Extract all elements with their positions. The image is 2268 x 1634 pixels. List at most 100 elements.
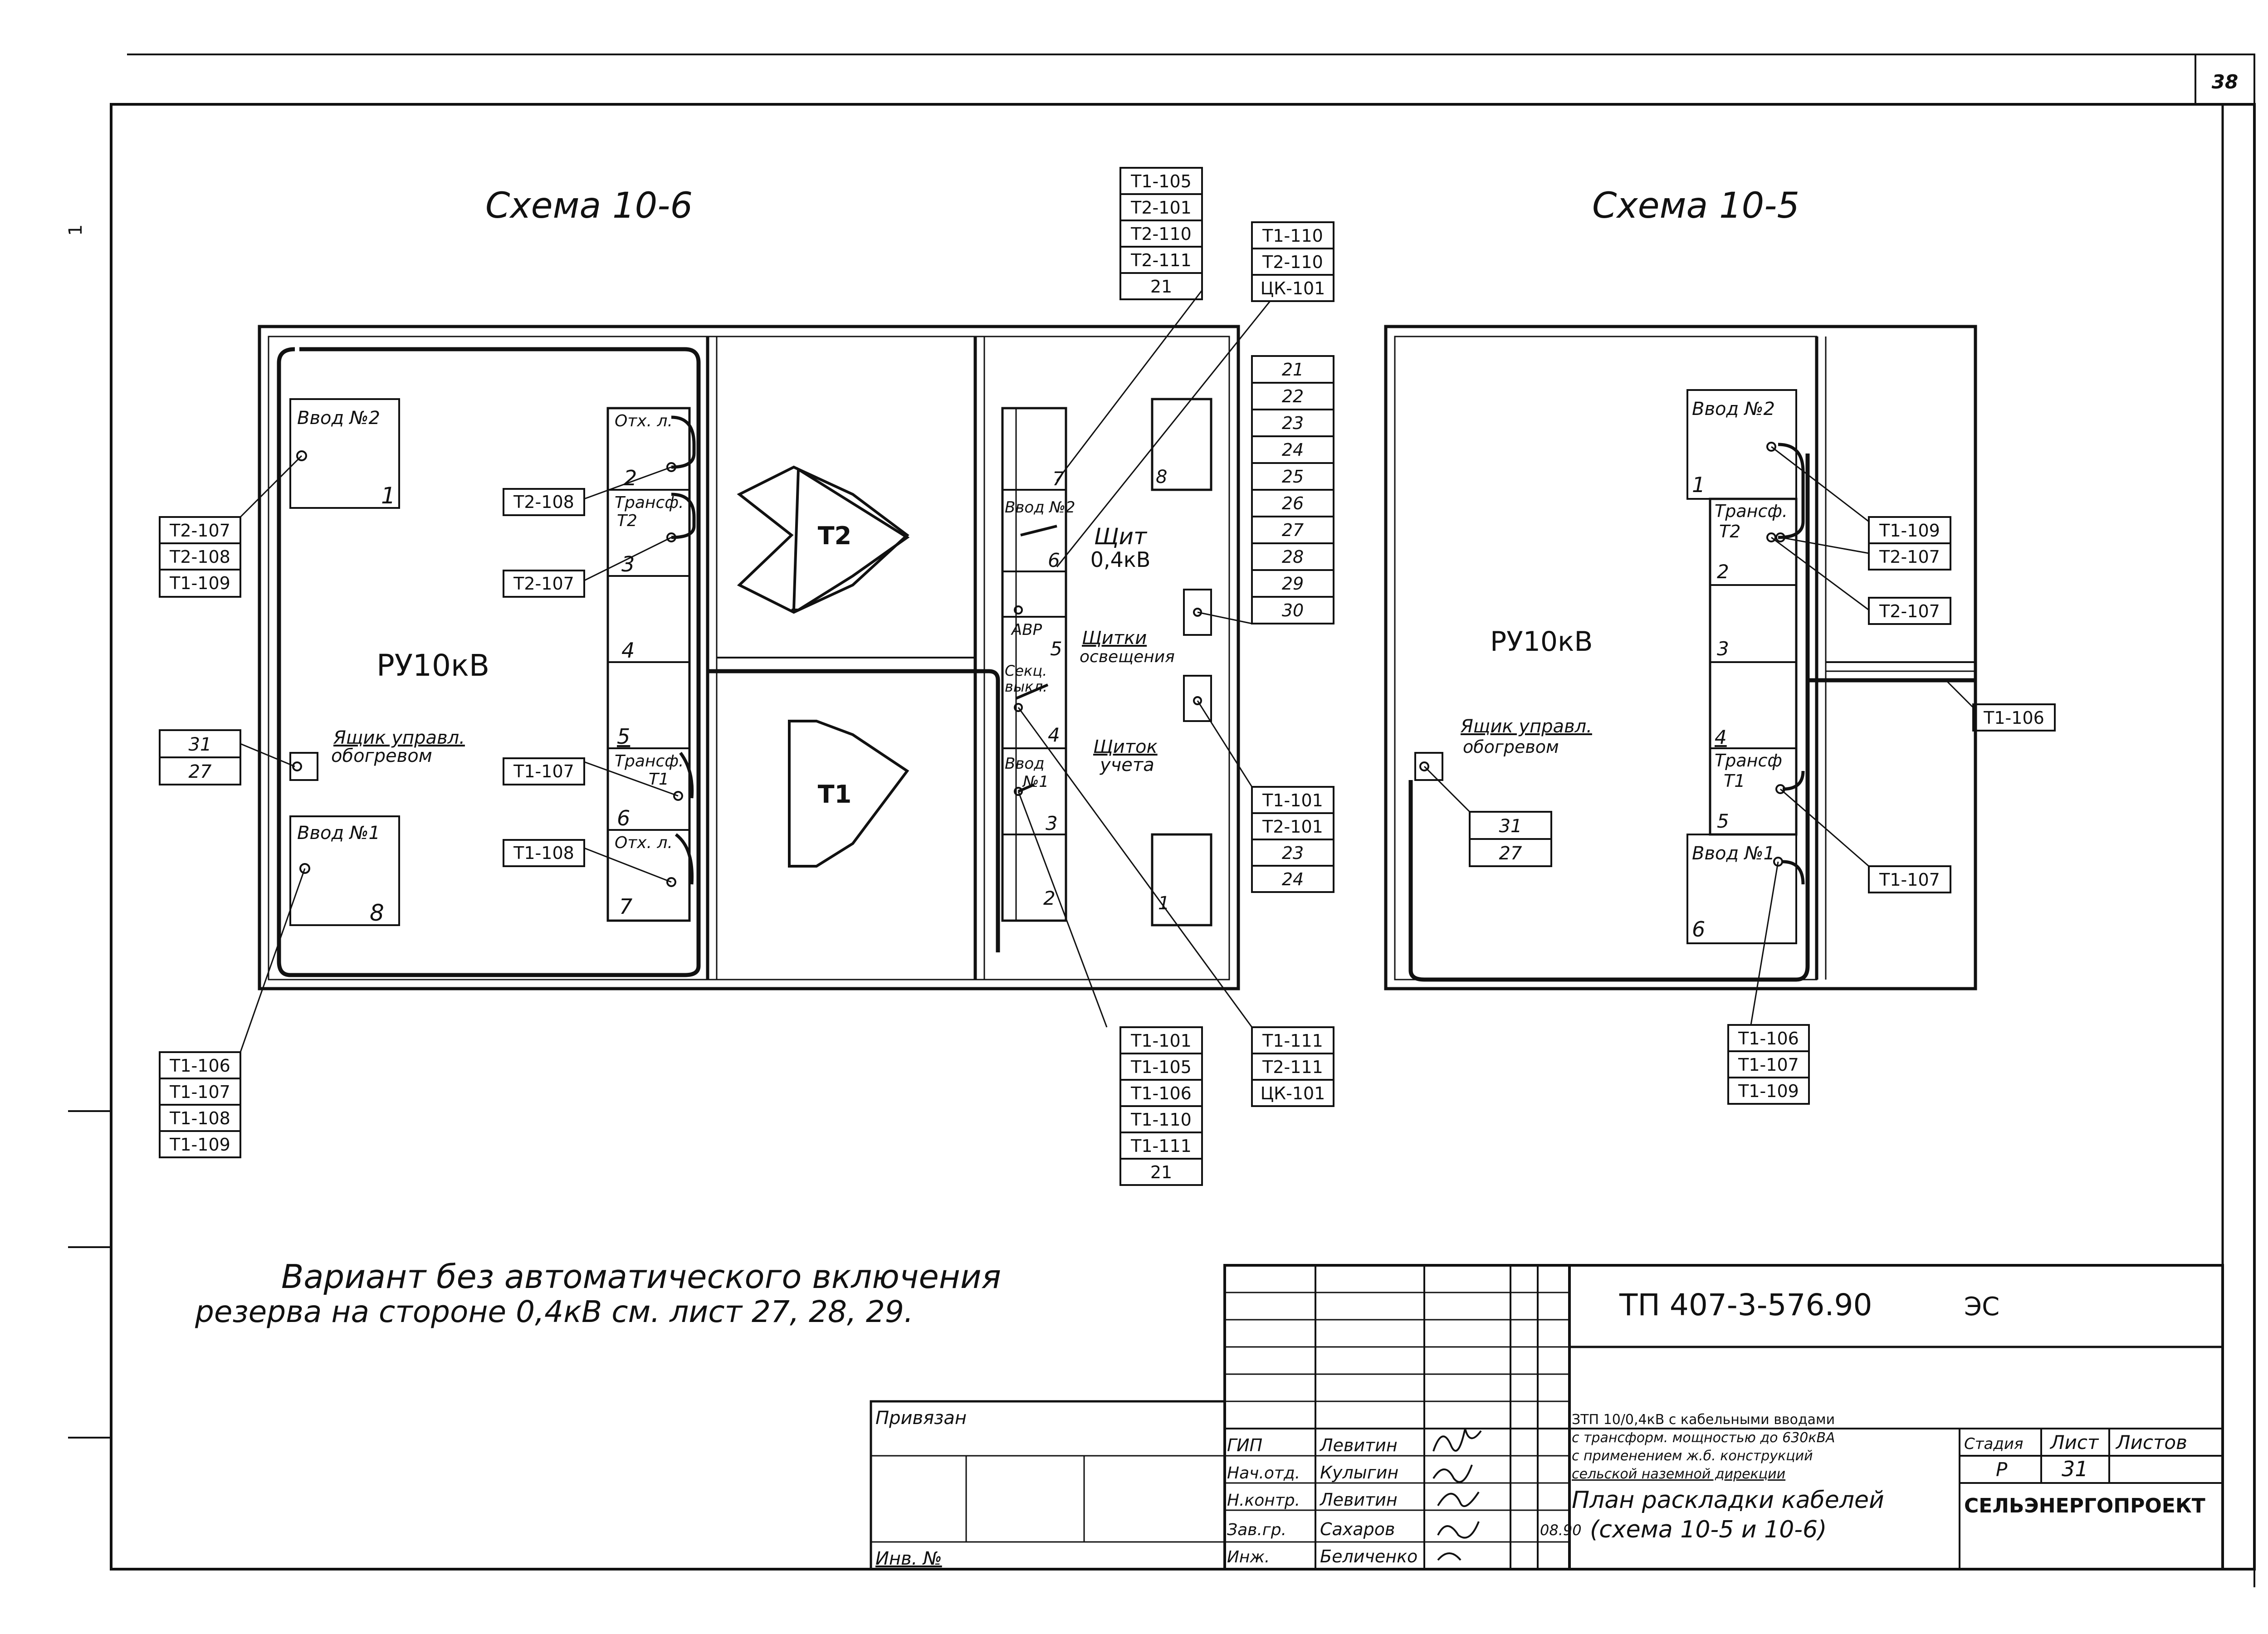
desc-1: ЗТП 10/0,4кВ с кабельными вводами	[1572, 1412, 1835, 1428]
r-n5: 5	[1717, 810, 1729, 832]
r-heating-box	[1414, 752, 1443, 781]
bottom1-4: Т1-111	[1130, 1136, 1192, 1156]
r-tr1-label: Трансф	[1715, 751, 1782, 771]
num-5: 26	[1282, 493, 1304, 513]
panel-2: 2	[1043, 887, 1056, 909]
r-t1-107: Т1-107	[1879, 870, 1940, 890]
name-3: Сахаров	[1320, 1519, 1395, 1539]
r-heat-0: 31	[1499, 816, 1522, 837]
name-0: Левитин	[1319, 1435, 1398, 1455]
r-tr2-label-b: Т2	[1719, 522, 1740, 541]
privyazan-label: Привязан	[875, 1408, 967, 1429]
signature-marks	[1432, 1428, 1482, 1561]
bottom2-0: Т1-111	[1262, 1031, 1323, 1051]
left-building-walls	[258, 325, 1240, 990]
role-3: Зав.гр.	[1227, 1521, 1286, 1539]
meter-tag-1: Т2-101	[1262, 817, 1323, 837]
num-8: 29	[1282, 574, 1304, 594]
vvod2-number: 1	[381, 483, 396, 509]
tag-in2-0: Т2-107	[169, 521, 230, 541]
panel-vvod2: Ввод №2	[1005, 498, 1075, 517]
col-stage: Стадия	[1964, 1435, 2023, 1453]
shield-title: Щит	[1094, 523, 1148, 550]
side-mark: 1	[65, 224, 86, 236]
sheet-title-1: План раскладки кабелей	[1572, 1487, 1884, 1514]
scheme-10-6-title: Схема 10-6	[485, 185, 693, 226]
transformer-t1-shape	[788, 720, 909, 868]
role-2: Н.контр.	[1227, 1491, 1300, 1510]
top1-4: 21	[1150, 277, 1172, 297]
transformer-t2-hex	[792, 467, 910, 611]
tag-in2-2: Т1-109	[169, 573, 230, 593]
bottom1-1: Т1-105	[1130, 1057, 1192, 1077]
panel-5: 5	[1050, 638, 1062, 660]
r-tag-t2-107	[1771, 537, 1951, 625]
r-vvod1-label: Ввод №1	[1692, 843, 1775, 864]
r-heating-label: Ящик управл.	[1460, 716, 1592, 737]
col-sheet: Лист	[2049, 1431, 2099, 1454]
tag-in1-1: Т1-107	[169, 1082, 230, 1102]
lighting-label: Щитки	[1082, 628, 1147, 649]
cell-1-label: Отх. л.	[615, 412, 673, 430]
vvod2-cell	[289, 398, 400, 509]
top2-0: Т1-110	[1262, 226, 1323, 246]
r-tags-in1	[1727, 861, 1810, 1105]
tag-in1-group	[159, 868, 306, 1158]
bottom1-0: Т1-101	[1130, 1031, 1192, 1051]
top1-2: Т2-110	[1130, 224, 1192, 244]
cell-2-label-b: Т2	[617, 512, 637, 530]
top1-1: Т2-101	[1130, 198, 1192, 218]
r-t1-106: Т1-106	[1983, 708, 2044, 728]
note-line-2: резерва на стороне 0,4кВ см. лист 27, 28…	[195, 1294, 914, 1329]
num-1: 22	[1282, 386, 1304, 406]
shield-tags-bottom1	[1017, 791, 1203, 1186]
shield-voltage: 0,4кВ	[1090, 547, 1151, 572]
ru10-label: РУ10кВ	[376, 648, 489, 683]
cell-2-label: Трансф.	[615, 493, 684, 512]
right-cable-loop	[1408, 454, 1975, 982]
tag-in1-3: Т1-109	[169, 1135, 230, 1155]
r-in1-1: Т1-107	[1738, 1055, 1799, 1075]
tag-in1-2: Т1-108	[169, 1108, 230, 1128]
tag-t2-107: Т2-107	[513, 574, 574, 594]
sheet-title-2: (схема 10-5 и 10-6)	[1590, 1516, 1827, 1543]
tag-in2-group	[159, 455, 303, 598]
cell-5-label: Отх. л.	[615, 834, 673, 852]
heating-label: Ящик управл.	[333, 727, 465, 748]
r-ru10-label: РУ10кВ	[1490, 626, 1593, 658]
panel-3: 3	[1046, 812, 1058, 834]
r-t2-0: Т1-109	[1879, 521, 1940, 541]
stamp-date: 08.90	[1540, 1522, 1582, 1539]
tag-heat-1: 27	[189, 761, 212, 782]
r-tag-t1-107	[1780, 788, 1951, 893]
panel-sekc: Секц.	[1005, 662, 1047, 679]
top2-1: Т2-110	[1262, 252, 1323, 272]
num-6: 27	[1282, 520, 1304, 540]
name-1: Кулыгин	[1320, 1463, 1398, 1483]
num-0: 21	[1282, 360, 1304, 380]
num-7: 28	[1282, 547, 1304, 567]
r-heating-label-2: обогревом	[1463, 737, 1559, 757]
bottom2-2: ЦК-101	[1261, 1083, 1325, 1103]
r-vvod2-label: Ввод №2	[1692, 399, 1775, 419]
vvod2-label: Ввод №2	[297, 408, 380, 429]
tag-heat-0: 31	[189, 734, 212, 755]
num-9: 30	[1282, 600, 1304, 620]
cell-5-number: 6	[617, 806, 630, 830]
shield-cable-loop	[708, 669, 1000, 952]
top2-2: ЦК-101	[1261, 278, 1325, 298]
sheet-number: 38	[2212, 71, 2238, 93]
meter-tag-3: 24	[1282, 869, 1304, 889]
heating-label-2: обогревом	[331, 746, 432, 766]
shield-tags-top2	[1056, 221, 1334, 567]
bottom1-5: 21	[1150, 1162, 1172, 1182]
shield-tags-bottom2	[1017, 707, 1334, 1107]
r-n2: 2	[1717, 561, 1729, 583]
shield-tags-numbers	[1197, 355, 1334, 624]
title-block-grid	[870, 1264, 2224, 1571]
tag-t1-107: Т1-107	[513, 761, 574, 781]
tag-cell-links	[503, 466, 679, 883]
shield-tags-meter	[1197, 700, 1334, 893]
tag-t1-108: Т1-108	[513, 843, 574, 863]
